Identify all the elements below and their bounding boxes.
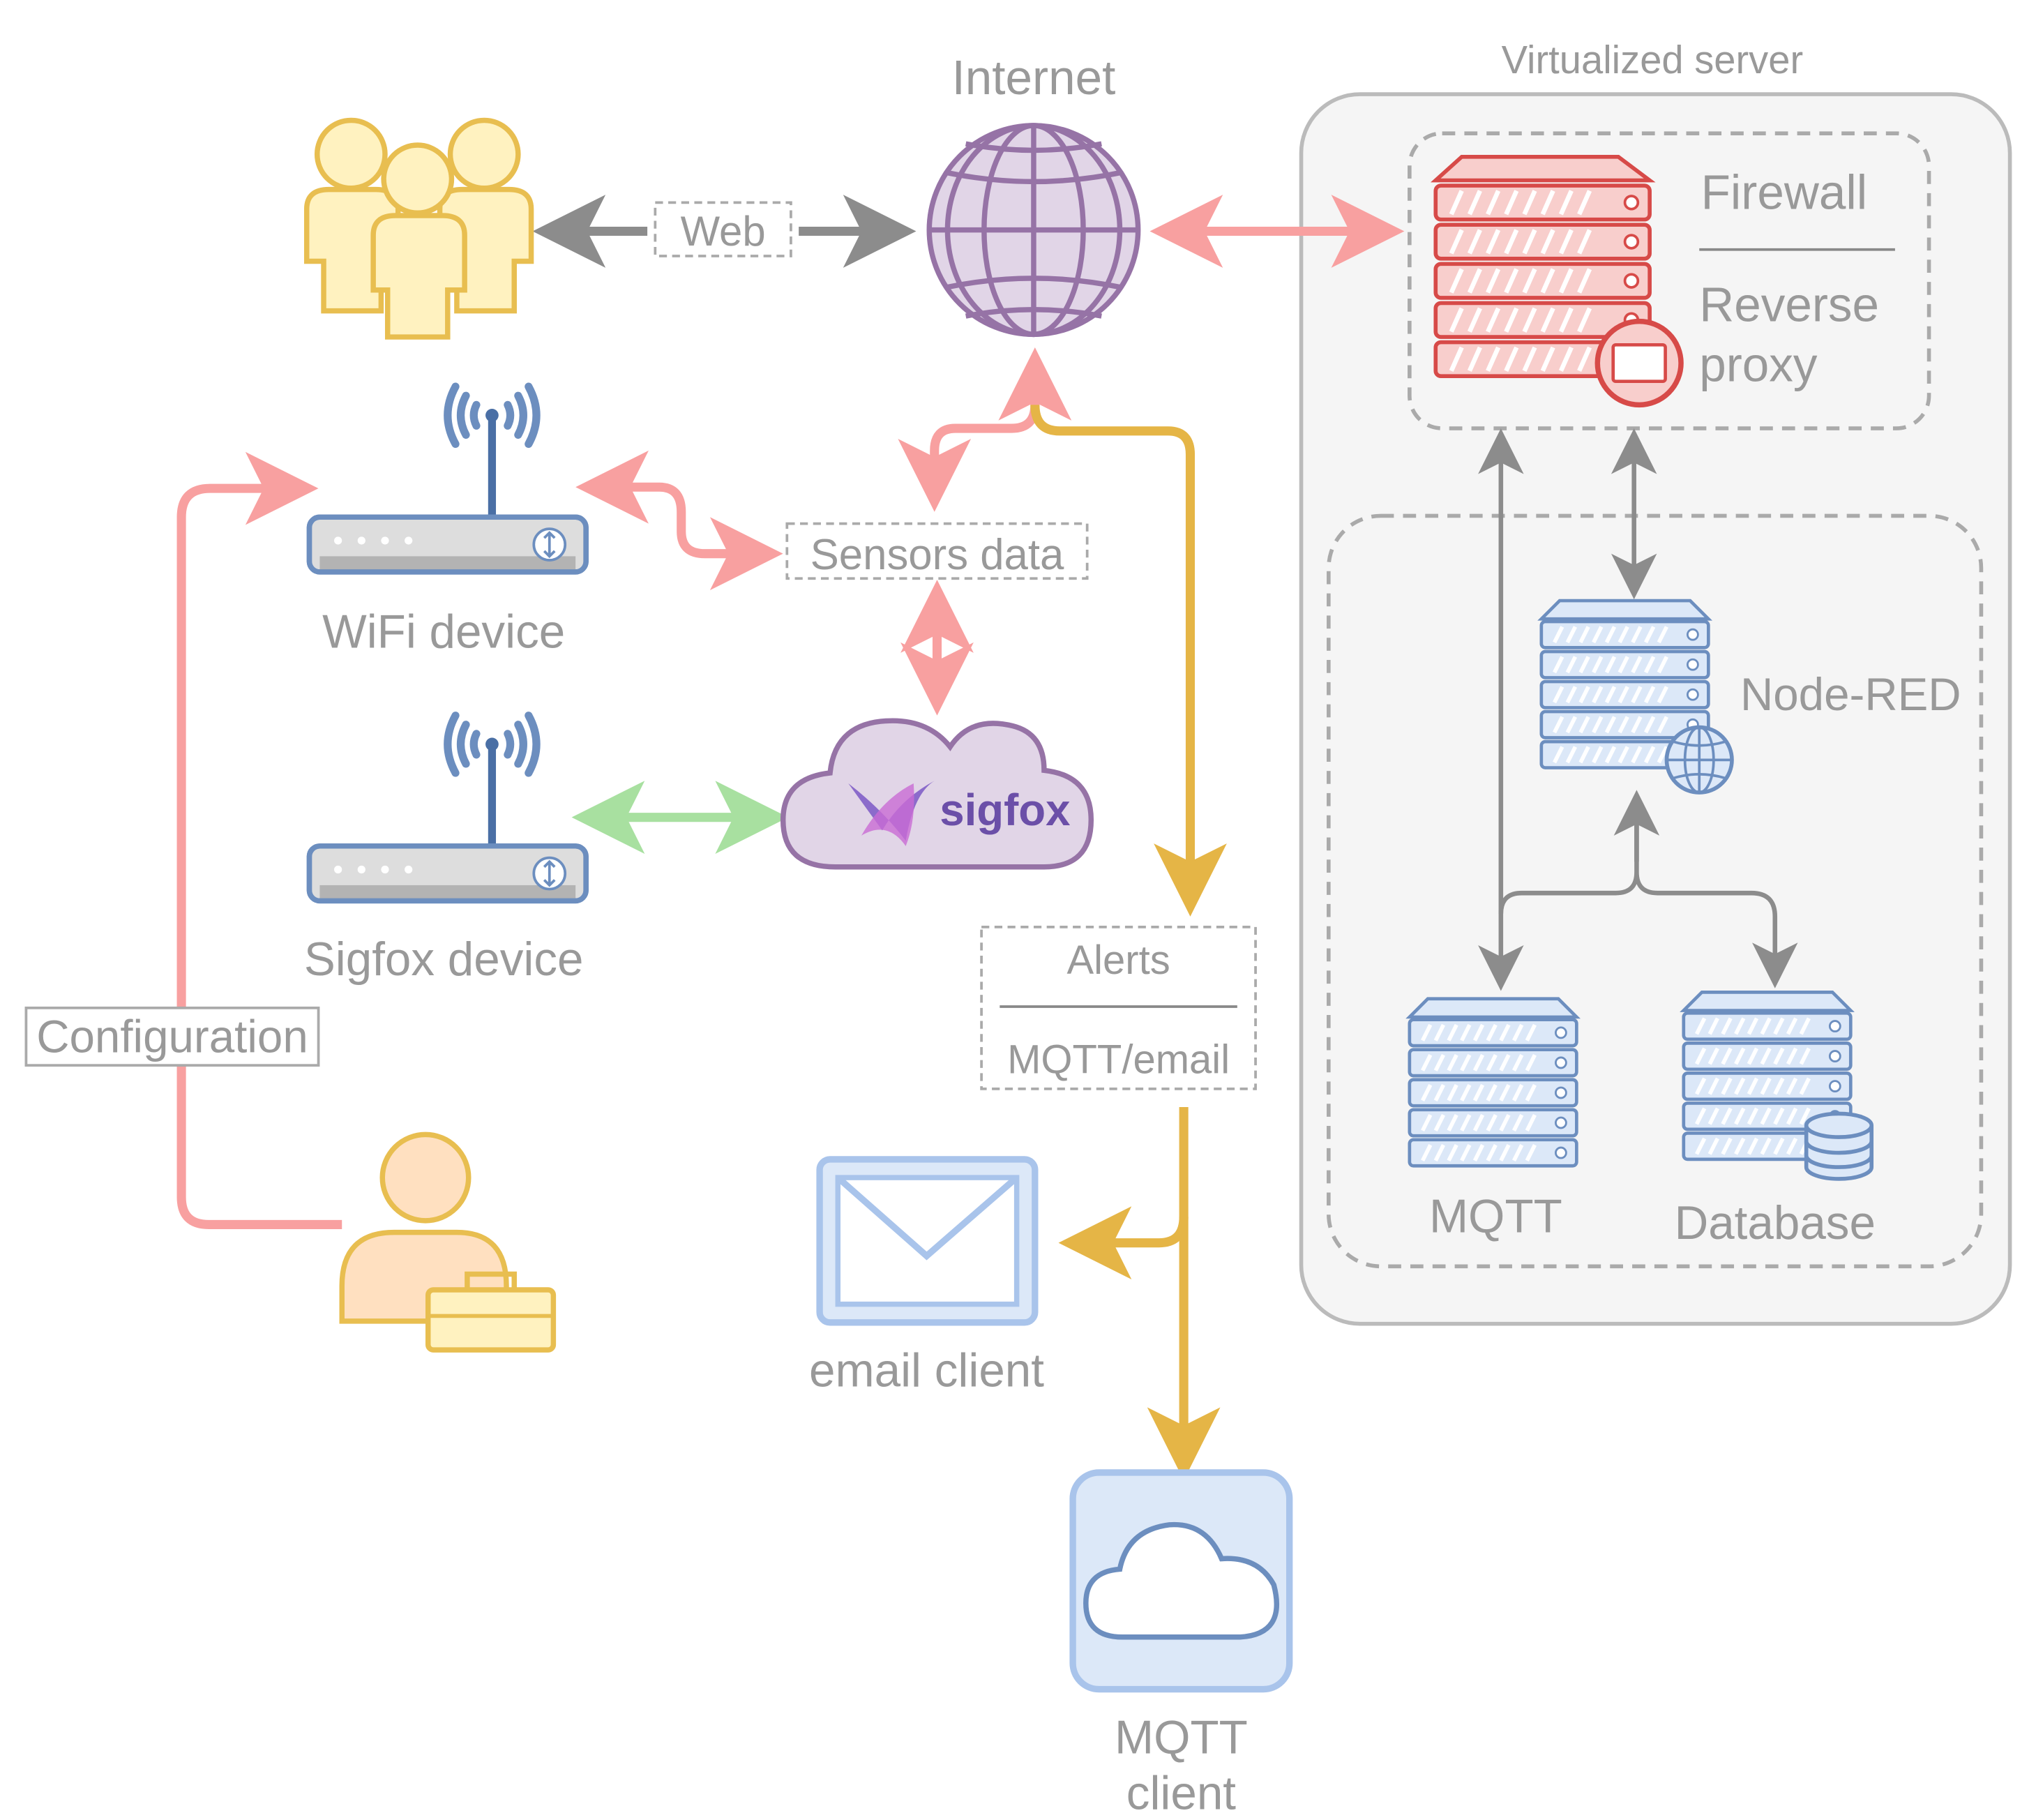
node-red-label: Node-RED	[1740, 669, 1961, 720]
web-label: Web	[681, 208, 766, 255]
sigfox-device-label: Sigfox device	[304, 933, 584, 986]
sensors-data-label: Sensors data	[810, 531, 1064, 579]
configuration-box	[24, 1006, 320, 1067]
database-server-icon	[1684, 992, 1874, 1181]
internet-alerts-connector	[1030, 405, 1227, 917]
mqtt-server-icon	[1410, 999, 1577, 1166]
wifi-device-label: WiFi device	[322, 606, 565, 658]
firewall-group	[1408, 131, 1931, 430]
sensors-data-box	[785, 522, 1089, 580]
proxy-label: proxy	[1699, 338, 1818, 392]
configuration-label: Configuration	[36, 1011, 308, 1062]
alerts-label: Alerts	[1066, 938, 1170, 983]
internet-label: Internet	[952, 50, 1116, 105]
users-icon	[303, 117, 534, 340]
sigfox-logo-label: sigfox	[940, 785, 1070, 835]
mqtt-client-label-line2: client	[1126, 1768, 1237, 1820]
configuration-connector	[176, 451, 342, 1229]
database-label: Database	[1675, 1197, 1876, 1249]
email-icon	[816, 1156, 1039, 1326]
web-label-box	[654, 201, 792, 257]
email-client-label: email client	[809, 1344, 1044, 1397]
nodered-backend-connector	[1498, 799, 1775, 979]
mqtt-label: MQTT	[1429, 1191, 1562, 1243]
firewall-server-icon	[1435, 157, 1684, 408]
mqtt-client-cloud-icon	[1069, 1469, 1293, 1693]
firewall-label: Firewall	[1701, 165, 1867, 220]
mqtt-email-label: MQTT/email	[1007, 1037, 1230, 1082]
node-red-server-icon	[1541, 601, 1734, 795]
mqtt-client-label-line1: MQTT	[1115, 1711, 1248, 1763]
reverse-label: Reverse	[1699, 278, 1879, 332]
wifi-router-icon	[309, 386, 586, 572]
sigfox-cloud-icon: sigfox	[780, 718, 1094, 870]
wifi-sensors-connector	[575, 450, 783, 591]
globe-icon	[926, 123, 1141, 338]
admin-user-icon	[339, 1131, 557, 1353]
alerts-clients-connector	[1058, 1107, 1221, 1481]
sigfox-router-icon	[309, 716, 586, 901]
internet-sensors-connector	[898, 347, 1072, 512]
virtualized-server-label: Virtualized server	[1502, 38, 1804, 82]
